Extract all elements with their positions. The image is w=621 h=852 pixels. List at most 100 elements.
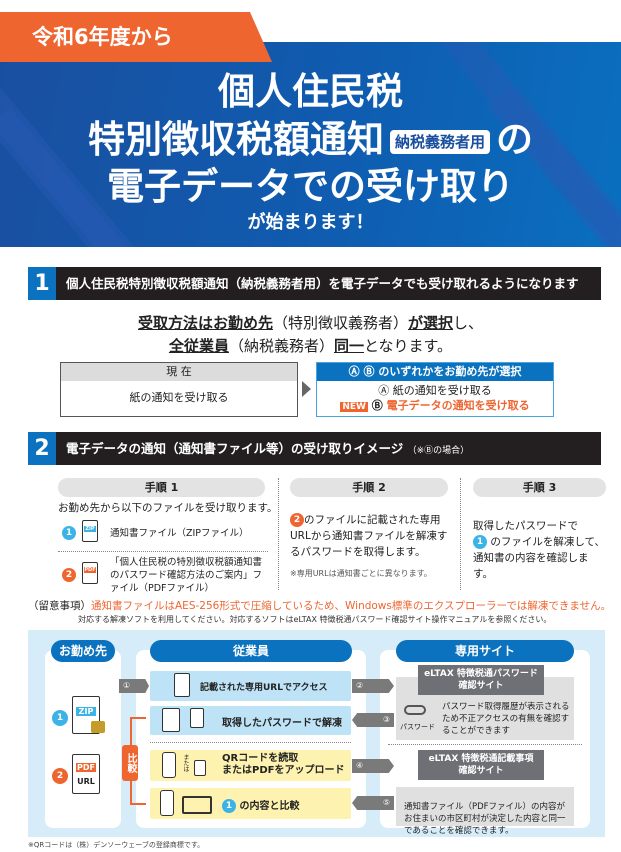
option-b: NEW Ⓑ 電子データの通知を受け取る — [317, 398, 553, 415]
number-badge: 2 — [290, 513, 304, 527]
new-method-box: Ⓐ Ⓑ のいずれかをお勤め先が選択 Ⓐ 紙の通知を受け取る NEW Ⓑ 電子デー… — [316, 362, 554, 417]
step-3-body: のファイルを解凍して、通知書の内容を確認します。 — [473, 536, 606, 580]
lead-text: （特別徴収義務者） — [272, 314, 408, 332]
pdf-url-file-icon: PDF — [82, 562, 98, 584]
divider — [388, 744, 582, 745]
site-description: パスワード取得履歴が表示されるため不正アクセスの有無を確認することができます — [442, 702, 570, 736]
employee-heading: 従業員 — [150, 640, 352, 662]
password-site-title: eLTAX 特徴税通パスワード 確認サイト — [418, 665, 544, 695]
number-badge: 2 — [62, 568, 76, 582]
current-method-box: 現 在 紙の通知を受け取る — [60, 362, 298, 417]
section-title-note: （※Ⓑの場合） — [407, 446, 470, 456]
footer-note: ※QRコードは（株）デンソーウェーブの登録商標です。 — [28, 841, 205, 849]
divider — [278, 478, 279, 590]
number-badge: 1 — [52, 710, 68, 726]
lead-emphasis: 同一 — [333, 337, 364, 355]
lead-emphasis: が選択 — [408, 314, 454, 332]
file-label: 「個人住民税の特別徴収税額通知書のパスワード確認方法のご案内」ファイル（PDFフ… — [110, 557, 263, 594]
site-heading: 専用サイト — [396, 640, 574, 662]
section-title: 電子データの通知（通知書ファイル等）の受け取りイメージ — [66, 441, 404, 456]
content-site-title: eLTAX 特徴税通記載事項 確認サイト — [418, 750, 544, 780]
compare-label: 比較 — [122, 745, 138, 781]
pdf-tag: PDF — [84, 567, 96, 573]
year-tab: 令和6年度から — [0, 12, 272, 62]
number-badge: 1 — [222, 799, 236, 813]
lead-text: となります。 — [363, 337, 453, 355]
employer-panel — [45, 650, 121, 828]
arrow-step-5: ⑤ — [352, 796, 394, 810]
section-number: 2 — [28, 432, 56, 465]
row-text: 1 の内容と比較 — [222, 797, 299, 813]
step-2-body: のファイルに記載された専用URLから通知書ファイルを解凍するパスワードを取得しま… — [290, 514, 448, 558]
file-item-pdf: 2 PDF 「個人住民税の特別徴収税額通知書のパスワード確認方法のご案内」ファイ… — [58, 556, 268, 596]
number-badge: 1 — [473, 535, 487, 549]
arrow-step-1: ① — [119, 679, 149, 693]
title-line-2-suffix: の — [496, 118, 533, 161]
content-site-body: 通知書ファイル（PDFファイル）の内容がお住まいの市区町村が決定した内容と同一で… — [396, 787, 574, 836]
employer-heading: お勤め先 — [51, 640, 115, 662]
step-1-label: 手順 1 — [58, 478, 265, 497]
title-line-2-text: 特別徴収税額通知 — [87, 118, 384, 161]
section-number: 1 — [28, 267, 56, 300]
laptop-icon — [182, 796, 212, 814]
lead-emphasis: 受取方法はお勤め先 — [137, 314, 273, 332]
notice-warning: （留意事項）通知書ファイルはAES-256形式で圧縮しているため、Windows… — [28, 598, 618, 613]
option-b-mark: Ⓑ — [371, 399, 383, 412]
smartphone-icon — [160, 790, 174, 816]
option-b-text: 電子データの通知を受け取る — [386, 399, 530, 412]
title-line-1: 個人住民税 — [218, 70, 403, 113]
step-2-note: ※専用URLは通知書ごとに異なります。 — [290, 569, 432, 578]
step-2-label: 手順 2 — [290, 478, 448, 497]
flow-row-access: 記載された専用URLでアクセス — [150, 671, 351, 701]
file-item-zip: 1 ZIP 通知書ファイル（ZIPファイル） — [58, 520, 268, 548]
notice-warning-text: 通知書ファイルはAES-256形式で圧縮しているため、Windows標準のエクス… — [91, 600, 612, 612]
taxpayer-badge: 納税義務者用 — [389, 129, 490, 154]
flow-row-compare: 1 の内容と比較 — [150, 788, 351, 819]
arrow-step-2: ② — [352, 679, 394, 693]
arrow-right-icon — [302, 381, 311, 397]
new-badge: NEW — [340, 402, 368, 412]
smartphone-qr-icon — [162, 752, 176, 778]
or-label: または — [182, 754, 189, 772]
file-label: 通知書ファイル（ZIPファイル） — [110, 528, 249, 539]
title-line-3: 電子データでの受け取り — [107, 165, 514, 208]
row-text: 取得したパスワードで解凍 — [222, 718, 342, 729]
number-badge: 1 — [62, 526, 76, 540]
row-text: 記載された専用URLでアクセス — [200, 683, 328, 693]
header-banner — [0, 42, 621, 247]
notice-detail: 対応する解凍ソフトを利用してください。対応するソフトはeLTAX 特徴税通パスワ… — [78, 615, 552, 624]
flow-row-qr-upload: または QRコードを読取 またはPDFをアップロード — [150, 750, 351, 781]
key-label: パスワード — [400, 723, 435, 731]
step-1-text: お勤め先から以下のファイルを受け取ります。 — [58, 502, 278, 514]
zip-tag: ZIP — [84, 526, 96, 532]
arrow-step-3: ③ — [352, 713, 394, 727]
zip-file-lock-icon: ZIP — [72, 696, 105, 734]
pdf-file-icon — [162, 708, 180, 732]
subtitle: が始まります！ — [247, 212, 374, 233]
title-line-2: 特別徴収税額通知納税義務者用の — [0, 118, 621, 162]
section-1-header: 1 個人住民税特別徴収税額通知（納税義務者用）を電子データでも受け取れるようにな… — [28, 267, 601, 300]
choice-header: Ⓐ Ⓑ のいずれかをお勤め先が選択 — [317, 363, 553, 381]
flow-row-unzip: 取得したパスワードで解凍 — [150, 706, 351, 735]
pdf-tag: PDF — [76, 763, 96, 772]
pdf-upload-icon — [194, 760, 206, 776]
key-icon — [404, 705, 426, 715]
row-text-body: の内容と比較 — [239, 801, 300, 812]
option-a: Ⓐ 紙の通知を受け取る — [378, 384, 492, 397]
current-body: 紙の通知を受け取る — [129, 391, 229, 404]
row-text: QRコードを読取 またはPDFをアップロード — [222, 753, 345, 776]
lead-text: （納税義務者） — [228, 337, 334, 355]
lead-text: し、 — [453, 314, 484, 332]
divider — [460, 478, 461, 590]
zip-file-lock-icon: ZIP — [82, 520, 98, 542]
divider — [150, 742, 351, 743]
pdf-url-file-icon — [174, 673, 190, 697]
arrow-step-4: ④ — [352, 759, 394, 773]
notice-prefix: （留意事項） — [28, 600, 91, 612]
lock-icon — [91, 721, 105, 733]
section-title: 個人住民税特別徴収税額通知（納税義務者用）を電子データでも受け取れるようになりま… — [66, 276, 579, 291]
zip-file-lock-icon — [190, 708, 204, 728]
current-header: 現 在 — [61, 363, 297, 381]
